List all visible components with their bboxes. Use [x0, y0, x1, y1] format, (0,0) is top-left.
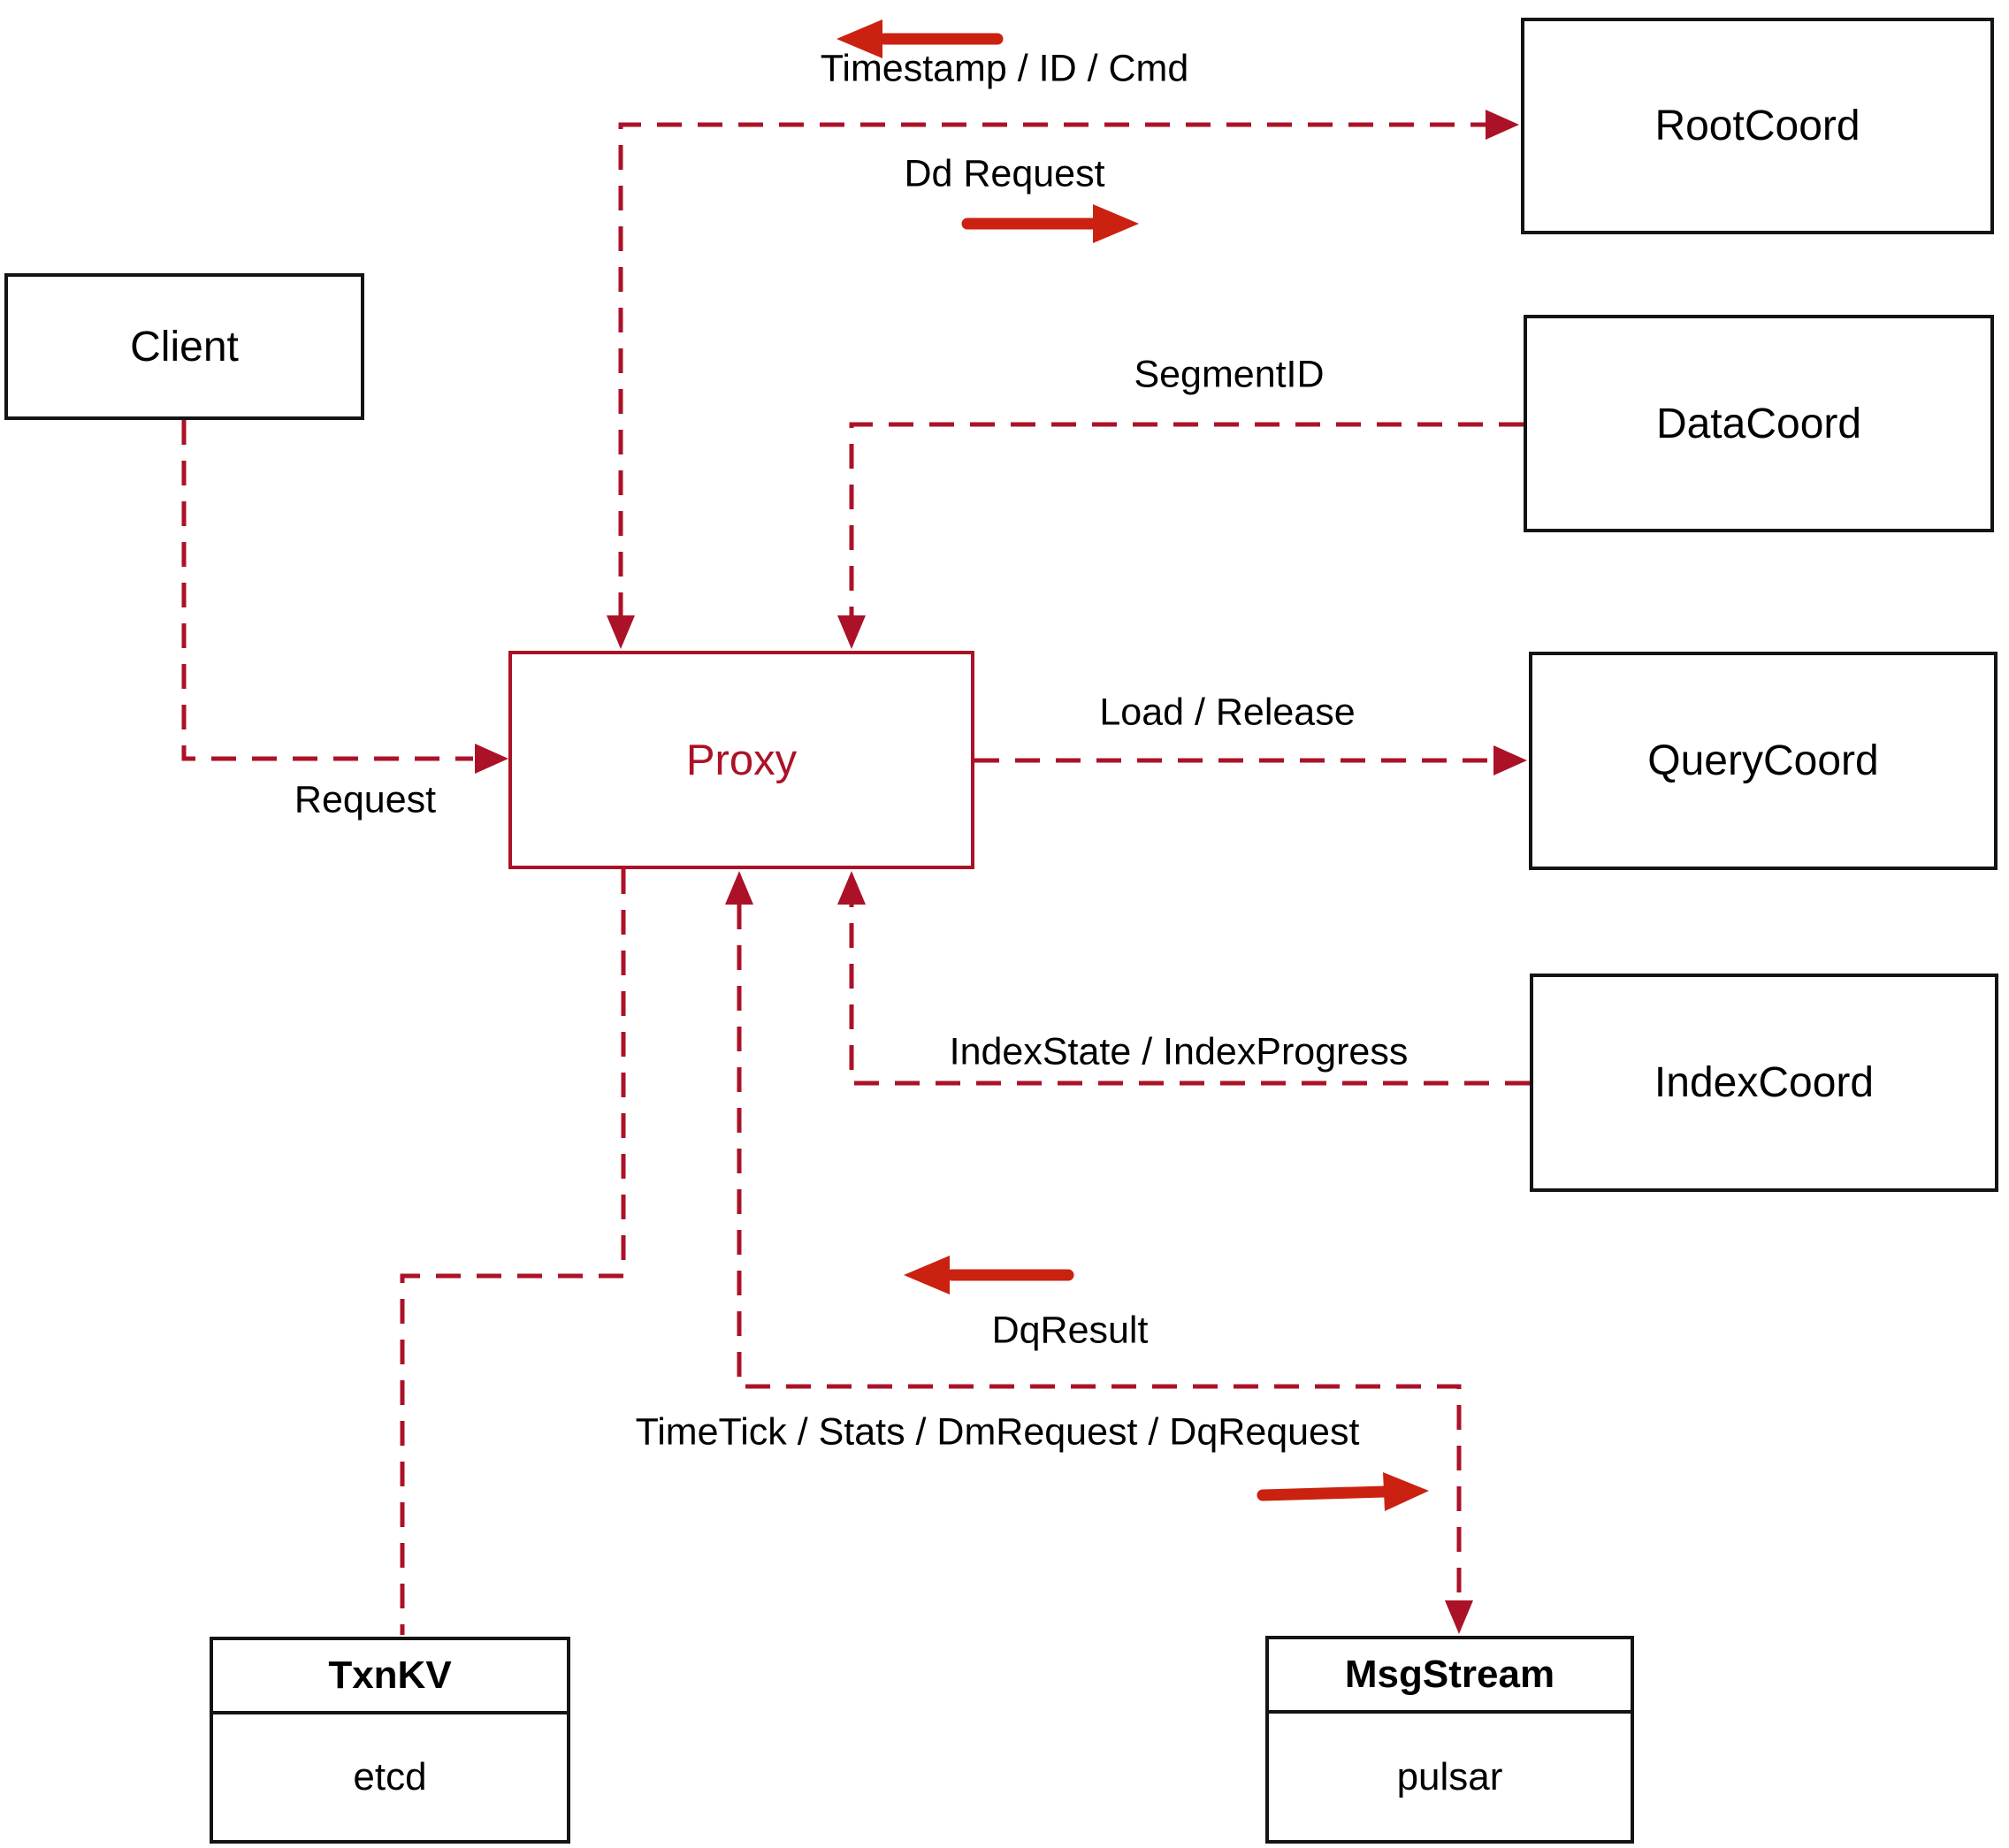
msgstream-title: MsgStream [1269, 1639, 1631, 1714]
node-rootcoord: RootCoord [1521, 18, 1994, 234]
node-indexcoord: IndexCoord [1530, 974, 1998, 1192]
edge-indexcoord-proxy [849, 905, 1530, 1086]
label-request: Request [294, 778, 437, 821]
edge-proxy-txnkv [400, 869, 626, 1635]
arrowhead-into-proxy-top-right-icon [837, 615, 866, 649]
arrow-left-timestamp-icon [836, 19, 1004, 58]
label-dq-result: DqResult [991, 1309, 1149, 1352]
edge-datacoord-proxy [849, 422, 1524, 617]
arrow-left-dqresult-icon [904, 1256, 1074, 1294]
edge-client-proxy [181, 420, 473, 761]
arrow-right-dd-request-icon [961, 204, 1139, 243]
label-dd-request: Dd Request [904, 152, 1105, 195]
node-querycoord: QueryCoord [1529, 652, 1998, 870]
node-client: Client [4, 273, 364, 420]
label-index-state-progress: IndexState / IndexProgress [949, 1030, 1409, 1073]
arrowhead-into-proxy-bottom-mid-icon [725, 871, 753, 905]
arrowhead-into-rootcoord-icon [1486, 110, 1519, 140]
txnkv-title: TxnKV [213, 1640, 567, 1714]
label-timestamp-id-cmd: Timestamp / ID / Cmd [820, 47, 1189, 90]
node-msgstream: MsgStream pulsar [1265, 1636, 1634, 1844]
arrowhead-into-proxy-bottom-right-icon [837, 871, 866, 905]
arrowhead-into-proxy-left-icon [475, 744, 508, 774]
node-txnkv: TxnKV etcd [210, 1637, 570, 1844]
arrowhead-into-querycoord-icon [1493, 745, 1527, 775]
arrow-right-timetick-icon [1257, 1472, 1429, 1511]
node-proxy: Proxy [508, 651, 974, 869]
msgstream-subtitle: pulsar [1396, 1754, 1503, 1798]
label-load-release: Load / Release [1099, 691, 1356, 734]
arrowhead-into-msgstream-icon [1445, 1600, 1473, 1634]
node-datacoord: DataCoord [1524, 315, 1994, 532]
arrowhead-into-proxy-top-left-icon [607, 615, 635, 649]
label-time-tick-stats: TimeTick / Stats / DmRequest / DqRequest [635, 1410, 1360, 1454]
txnkv-subtitle: etcd [353, 1755, 427, 1798]
edge-proxy-msgstream [737, 905, 1462, 1600]
label-segment-id: SegmentID [1134, 353, 1325, 396]
edge-proxy-rootcoord [618, 122, 1486, 617]
